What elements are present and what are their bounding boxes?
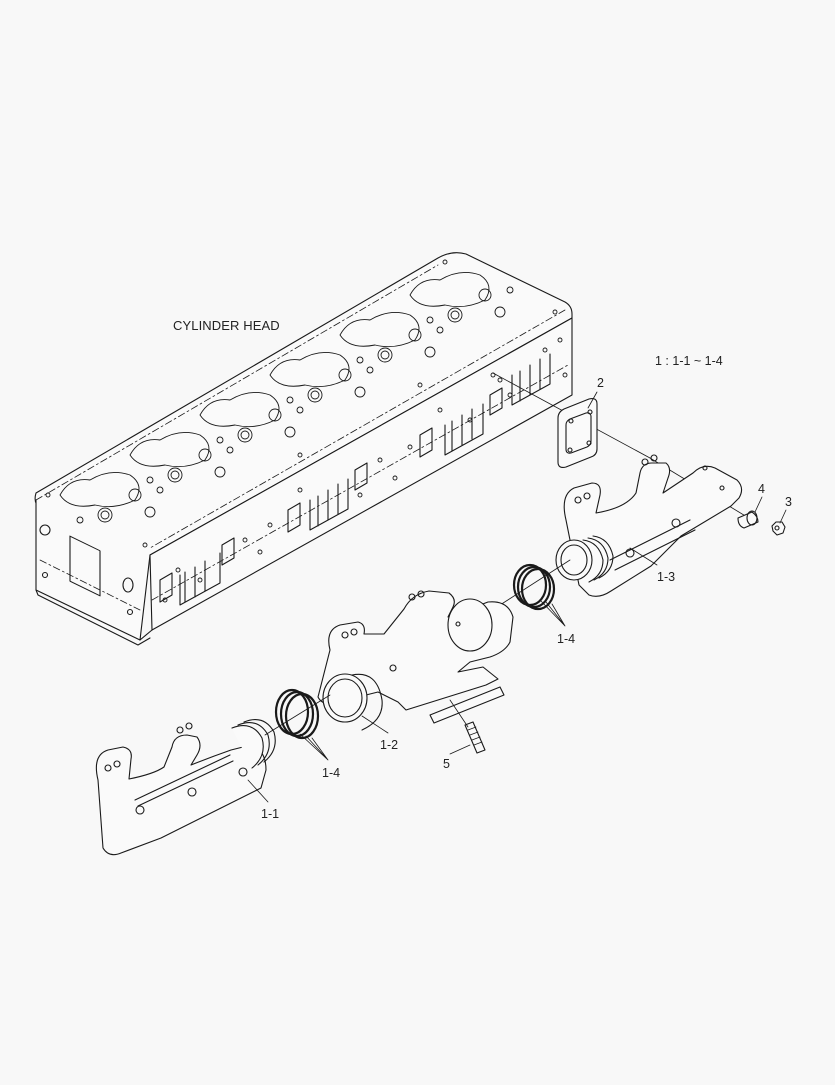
callout-5: 5 (443, 757, 450, 771)
cylinder-head-label: CYLINDER HEAD (173, 318, 280, 333)
callout-4: 4 (758, 482, 765, 496)
seal-rings-lower-drawing (264, 688, 331, 740)
seal-rings-upper-drawing (499, 559, 571, 611)
callout-1-4-upper: 1-4 (557, 632, 576, 646)
spacer-and-nut-drawing (737, 510, 786, 536)
callout-1-3: 1-3 (657, 570, 676, 584)
callout-2: 2 (597, 376, 604, 390)
manifold-1-3-drawing (555, 454, 743, 597)
assembly-note: 1 : 1-1 ~ 1-4 (655, 354, 723, 368)
callout-3: 3 (785, 495, 792, 509)
cylinder-head-drawing (34, 252, 573, 646)
callout-1-2: 1-2 (380, 738, 399, 752)
callout-1-4-lower: 1-4 (322, 766, 341, 780)
leader-lines (247, 391, 787, 803)
callout-1-1: 1-1 (261, 807, 280, 821)
stud-bolt-drawing (449, 699, 486, 754)
manifold-1-2-drawing (317, 590, 514, 731)
manifold-1-1-drawing (95, 719, 276, 856)
gasket-drawing (557, 398, 598, 468)
